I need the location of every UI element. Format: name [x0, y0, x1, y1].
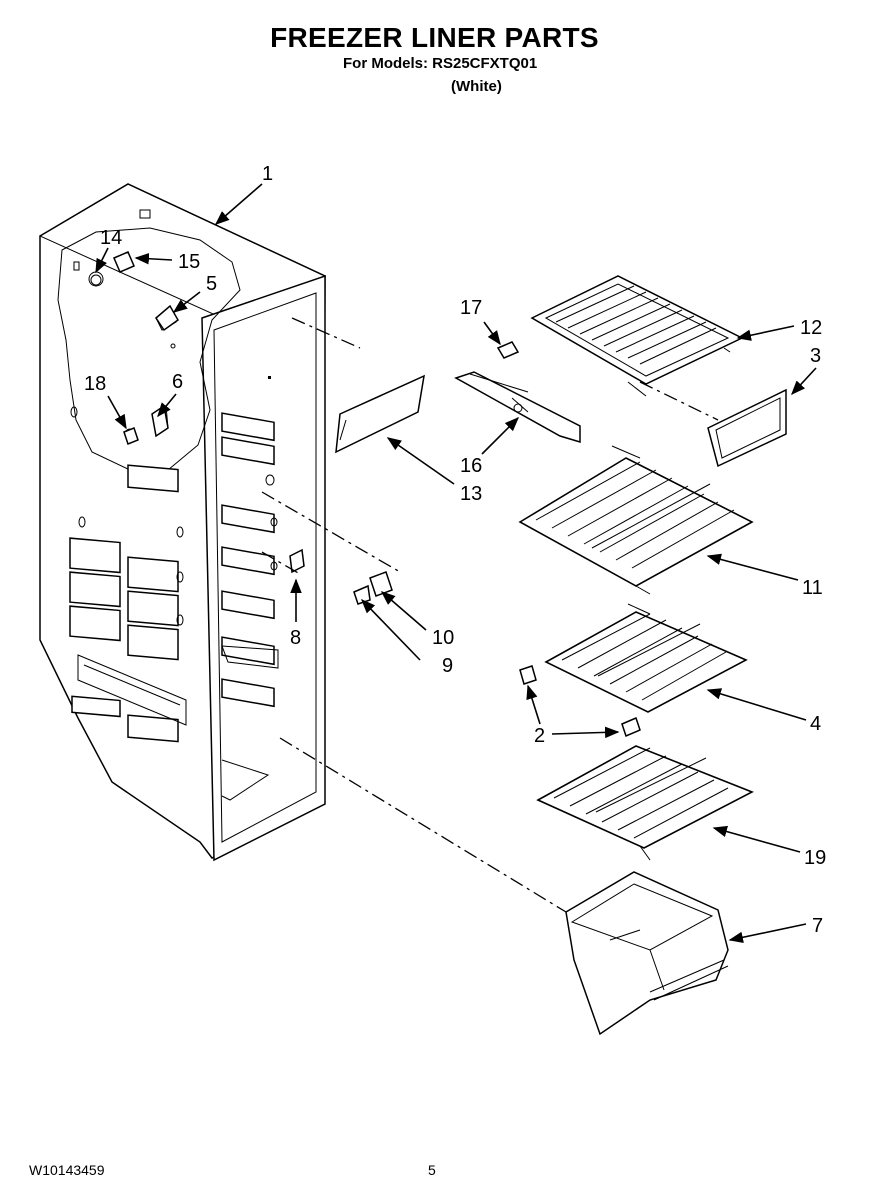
part-10-spacer	[369, 571, 393, 597]
part-2-pin-lower	[621, 716, 641, 738]
callout-18: 18	[84, 373, 106, 395]
callout-16: 16	[460, 455, 482, 477]
callout-4: 4	[810, 713, 821, 735]
model-number: For Models: RS25CFXTQ01	[343, 55, 538, 72]
callout-6: 6	[172, 371, 183, 393]
callout-15: 15	[178, 251, 200, 273]
part-3-tray-front	[707, 388, 787, 468]
part-2-pin-upper	[519, 665, 537, 685]
part-18-sensor	[123, 427, 139, 445]
freezer-liner	[38, 183, 327, 862]
part-8-cap	[289, 548, 305, 574]
document-number: W10143459	[29, 1162, 105, 1178]
callout-11: 11	[802, 577, 823, 599]
callout-7: 7	[812, 915, 823, 937]
callout-1: 1	[262, 163, 273, 185]
page-number: 5	[428, 1162, 436, 1178]
callout-13: 13	[460, 483, 482, 505]
part-17-screw	[496, 341, 520, 359]
callout-2: 2	[534, 725, 545, 747]
color-variant: (White)	[451, 78, 502, 95]
callout-17: 17	[460, 297, 482, 319]
callout-10: 10	[432, 627, 454, 649]
part-16-bracket	[454, 371, 581, 444]
callout-5: 5	[206, 273, 217, 295]
part-9-screw	[353, 584, 371, 605]
callout-8: 8	[290, 627, 301, 649]
part-13-deflector	[335, 374, 425, 454]
part-4-wire-shelf	[544, 603, 748, 713]
callout-3: 3	[810, 345, 821, 367]
callout-12: 12	[800, 317, 822, 339]
part-5-clip	[155, 304, 179, 332]
part-15-socket	[113, 251, 135, 273]
part-7-freezer-bin	[565, 871, 729, 1036]
callout-14: 14	[100, 227, 122, 249]
page-title: FREEZER LINER PARTS	[270, 22, 599, 53]
part-11-wire-shelf	[518, 445, 754, 595]
callout-9: 9	[442, 655, 453, 677]
callout-19: 19	[804, 847, 826, 869]
part-19-wire-shelf	[536, 745, 754, 861]
part-12-tray-shelf	[530, 275, 744, 397]
